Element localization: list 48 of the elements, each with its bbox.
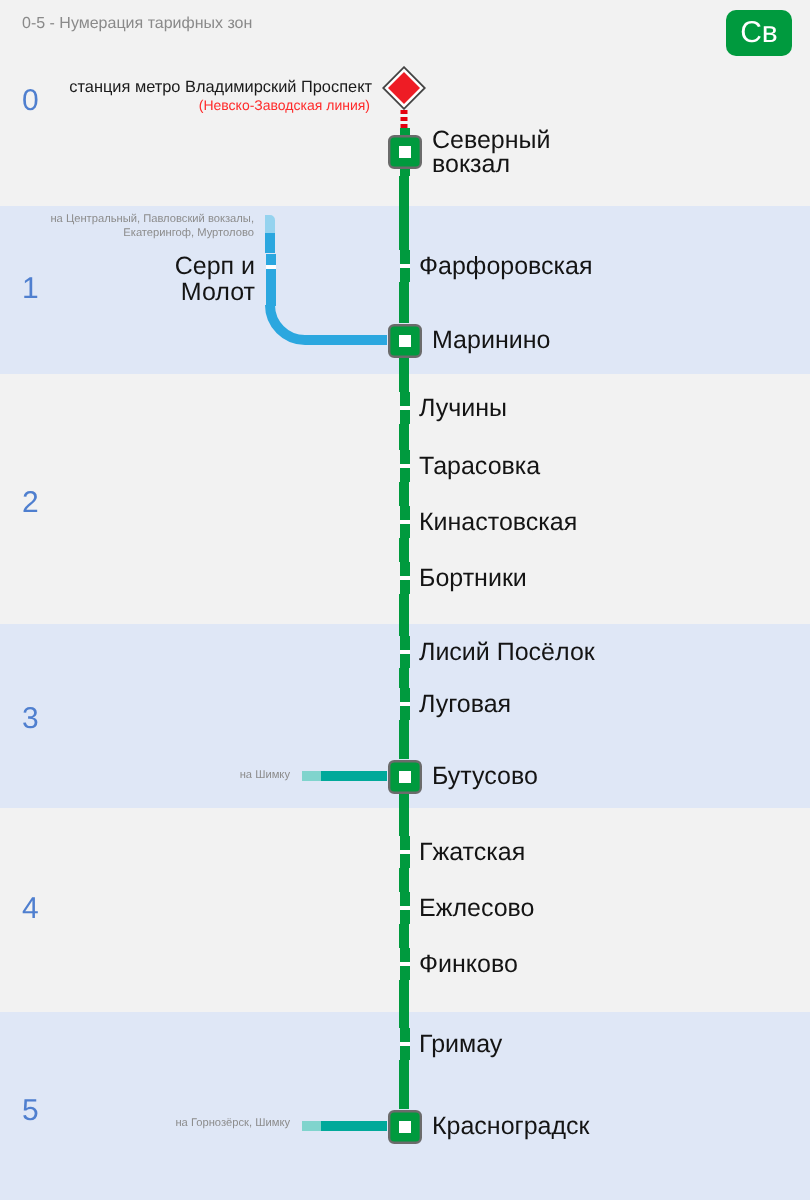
zone-numbering-note: 0-5 - Нумерация тарифных зон [22,14,253,34]
zone-number: 0 [22,86,39,118]
zone-number: 3 [22,704,39,736]
zone-number: 5 [22,1096,39,1128]
rail-line [399,282,409,323]
zone-band [0,1012,810,1200]
rail-line [399,1060,409,1109]
station-name: Бортники [419,562,527,594]
rail-line [399,793,409,836]
station-name: Фарфоровская [419,250,593,282]
station-name: Красноградск [432,1109,590,1143]
rail-line [302,771,387,781]
rail-line [399,424,409,450]
station-name: Северный вокзал [432,128,553,176]
rail-line [265,215,275,253]
station-name: Кинастовская [419,506,578,538]
station-name: Лучины [419,392,507,424]
metro-diamond [382,66,426,110]
rail-line [302,1121,387,1131]
zone-band [0,206,810,374]
rail-line [399,980,409,1028]
rail-line [399,538,409,562]
station-name: Финково [419,948,518,980]
rail-line [399,868,409,892]
transfer-line [400,110,408,128]
station-name: Лисий Посёлок [419,636,595,668]
station-name: Серп и Молот [172,253,255,305]
rail-line [399,357,409,392]
station-name: Ежлесово [419,892,535,924]
station-name: Маринино [432,323,551,357]
station-name: Гжатская [419,836,526,868]
rail-line [399,720,409,759]
zone-band [0,624,810,808]
rail-line [399,176,409,250]
station-name: Гримау [419,1028,503,1060]
station-name: Тарасовка [419,450,541,482]
station-name: Луговая [419,688,512,720]
rail-line [399,594,409,636]
station-name: станция метро Владимирский Проспект [69,80,372,97]
line-badge: Св [726,10,792,56]
zone-number: 1 [22,274,39,306]
zone-number: 4 [22,894,39,926]
rail-line [265,300,387,345]
rail-line [399,482,409,506]
rail-line [399,924,409,948]
zone-number: 2 [22,488,39,520]
station-name: Бутусово [432,759,538,793]
rail-line [399,668,409,688]
